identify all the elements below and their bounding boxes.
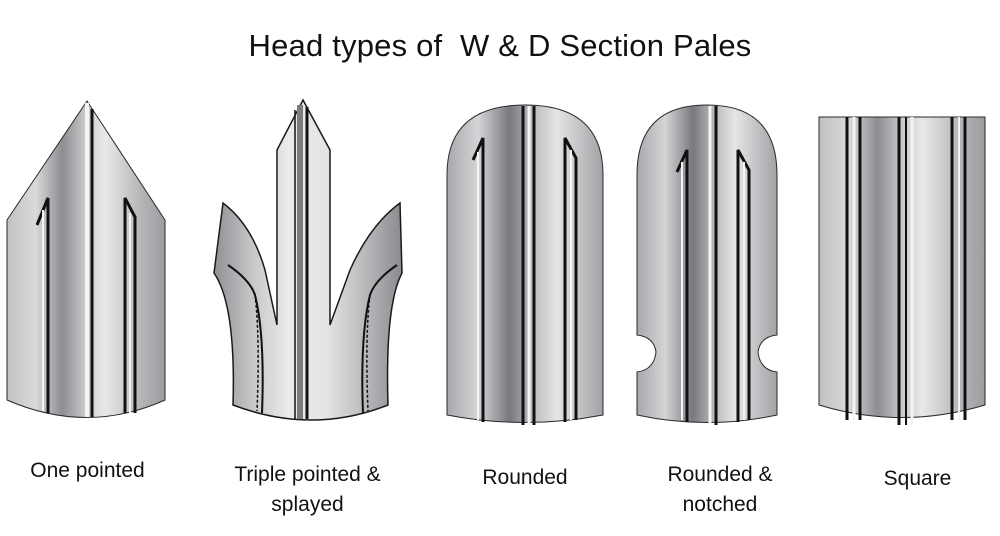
triple-pointed-splayed-pale-illustration — [213, 98, 403, 421]
label-line2: splayed — [271, 493, 344, 516]
label-line1: Rounded — [482, 466, 568, 489]
one-pointed-pale-illustration — [6, 100, 166, 418]
square-pale-illustration — [818, 116, 986, 425]
label-line1: Rounded & — [667, 463, 773, 486]
label-line2: notched — [682, 493, 758, 516]
label-rounded-notched: Rounded & notched — [640, 460, 800, 520]
label-square: Square — [835, 464, 1000, 494]
rounded-notched-pale-illustration — [636, 104, 778, 425]
label-line1: Triple pointed & — [234, 463, 381, 486]
label-line1: Square — [883, 467, 952, 490]
label-one-pointed: One pointed — [5, 456, 170, 486]
label-triple-pointed-splayed: Triple pointed & splayed — [210, 460, 405, 520]
label-rounded: Rounded — [445, 463, 605, 493]
rounded-pale-illustration — [446, 104, 604, 425]
label-line1: One pointed — [30, 459, 145, 482]
diagram-title: Head types of W & D Section Pales — [248, 28, 752, 63]
